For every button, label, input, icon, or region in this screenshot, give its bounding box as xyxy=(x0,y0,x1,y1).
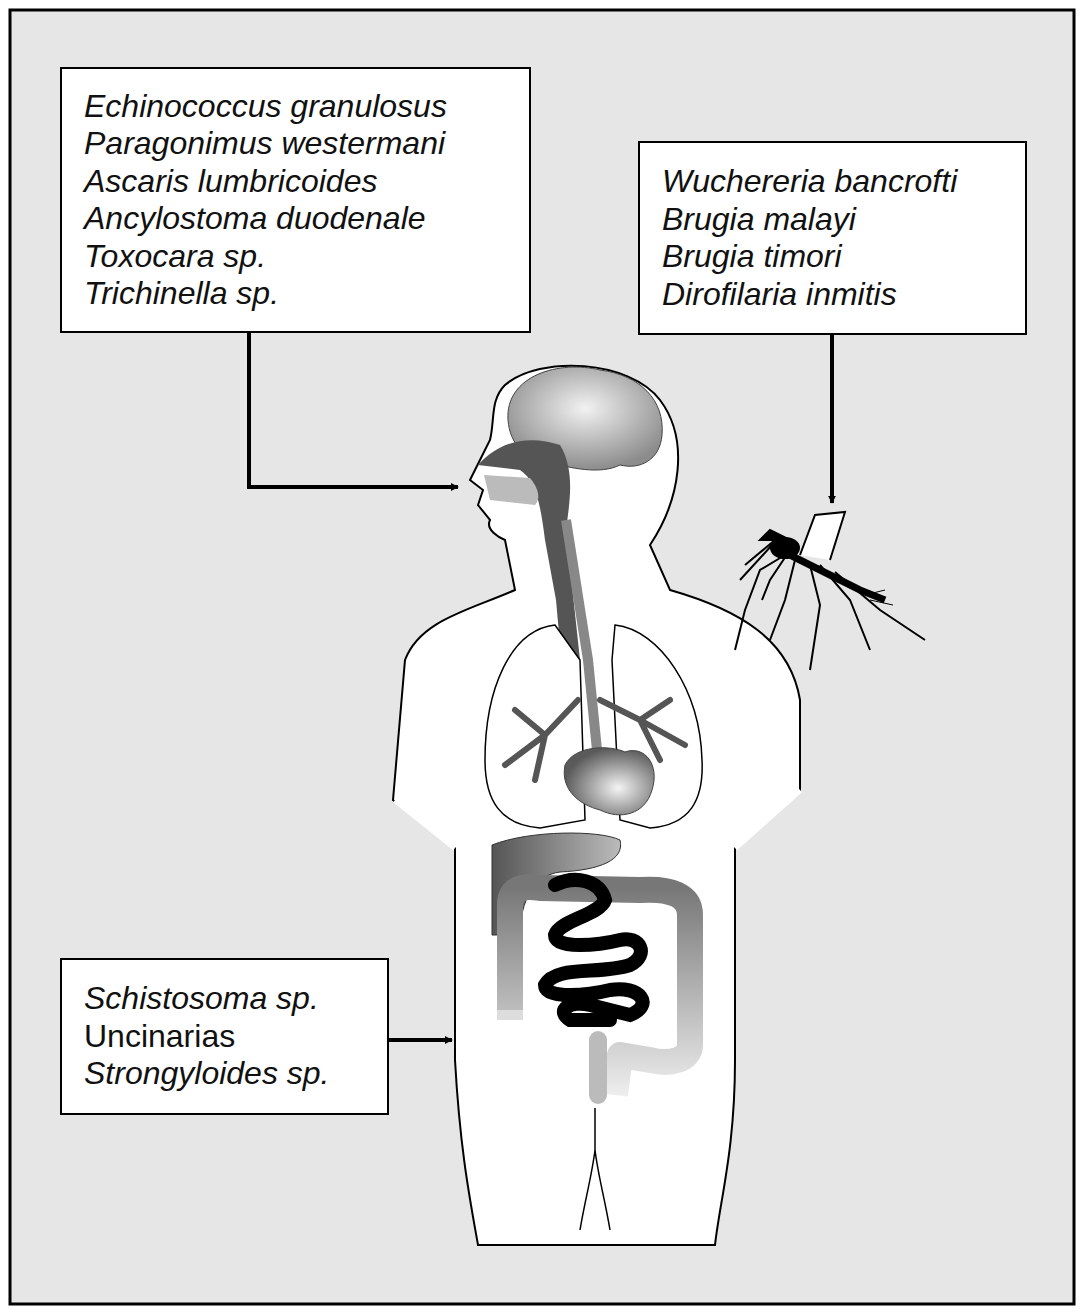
cecum xyxy=(497,1010,523,1020)
leader-arrow xyxy=(830,335,834,503)
heart xyxy=(564,748,654,815)
species-box: Wuchereria bancroftiBrugia malayiBrugia … xyxy=(638,141,1027,335)
species-name: Trichinella sp. xyxy=(84,275,507,313)
species-name: Toxocara sp. xyxy=(84,238,507,276)
rectum xyxy=(589,1040,607,1095)
species-name: Schistosoma sp. xyxy=(84,980,365,1018)
leader-arrow xyxy=(249,333,458,487)
body-outline xyxy=(393,366,800,1245)
species-name: Ascaris lumbricoides xyxy=(84,163,507,201)
species-name: Dirofilaria inmitis xyxy=(662,276,1003,314)
species-name: Uncinarias xyxy=(84,1018,365,1056)
small-intestine xyxy=(545,880,643,1020)
mosquito xyxy=(735,512,925,670)
species-name: Wuchereria bancrofti xyxy=(662,163,1003,201)
species-name: Brugia malayi xyxy=(662,201,1003,239)
species-name: Brugia timori xyxy=(662,238,1003,276)
species-name: Paragonimus westermani xyxy=(84,125,507,163)
leg-line xyxy=(580,1108,610,1230)
species-name: Ancylostoma duodenale xyxy=(84,200,507,238)
species-box: Schistosoma sp.UncinariasStrongyloides s… xyxy=(60,958,389,1115)
species-box: Echinococcus granulosusParagonimus weste… xyxy=(60,67,531,333)
leader-arrow xyxy=(389,1038,452,1042)
frame xyxy=(10,10,1074,1304)
mouth-cavity xyxy=(484,475,538,505)
species-name: Echinococcus granulosus xyxy=(84,88,507,126)
species-name: Strongyloides sp. xyxy=(84,1055,365,1093)
